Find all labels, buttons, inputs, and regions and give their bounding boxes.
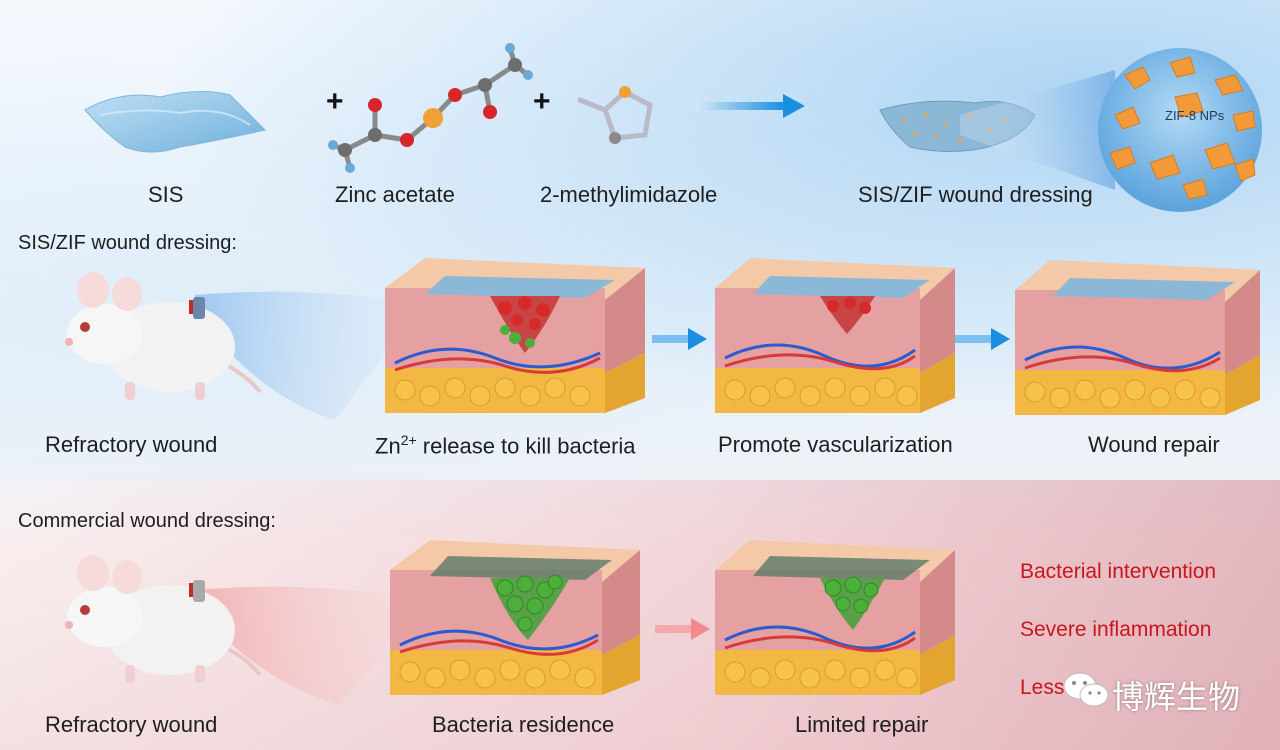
zif8-nps-label: ZIF-8 NPs: [1165, 108, 1225, 123]
progress-arrow-icon-2: [955, 328, 1010, 350]
watermark-text: 博辉生物: [1112, 678, 1241, 716]
commercial-mouse-label: Refractory wound: [45, 712, 218, 737]
tissue-block-kill-bacteria-icon: [385, 258, 645, 413]
red-application-cone: [195, 586, 420, 705]
wechat-logo-icon: [1063, 672, 1109, 707]
step3-label: Wound repair: [1088, 432, 1220, 457]
step1-label: Zn2+ release to kill bacteria: [375, 432, 636, 459]
outcome-bacterial-intervention: Bacterial intervention: [1020, 560, 1217, 583]
plus-sign-1: +: [326, 85, 344, 118]
sis-zif-section-heading: SIS/ZIF wound dressing:: [18, 232, 237, 254]
step2-label: Promote vascularization: [718, 432, 953, 457]
zinc-acetate-label: Zinc acetate: [335, 182, 455, 207]
bacteria-residence-label: Bacteria residence: [432, 712, 615, 737]
methylimidazole-molecule-icon: [577, 86, 653, 144]
progress-arrow-icon-3: [655, 618, 710, 640]
tissue-block-bacteria-residence-icon: [390, 540, 640, 695]
sis-zif-dressing-label: SIS/ZIF wound dressing: [858, 182, 1093, 207]
limited-repair-label: Limited repair: [795, 712, 929, 737]
mouse-illustration-icon: [65, 272, 262, 400]
progress-arrow-icon-1: [652, 328, 707, 350]
commercial-section-heading: Commercial wound dressing:: [18, 510, 276, 532]
zif8-nanoparticle-zoom-icon: [1098, 48, 1262, 212]
outcome-less: Less: [1020, 676, 1065, 699]
mouse-illustration-icon-2: [65, 555, 262, 683]
magnification-cone: [960, 70, 1115, 190]
methylimidazole-label: 2-methylimidazole: [540, 182, 718, 207]
tissue-block-wound-repair-icon: [1015, 260, 1260, 415]
blue-application-cone: [195, 291, 420, 420]
zn-charge: 2+: [400, 432, 417, 448]
tissue-block-vascularization-icon: [715, 258, 955, 413]
synthesis-arrow-icon: [695, 94, 805, 118]
zn-text: Zn: [375, 433, 401, 459]
sis-label: SIS: [148, 182, 184, 207]
outcome-severe-inflammation: Severe inflammation: [1020, 618, 1212, 641]
plus-sign-2: +: [533, 85, 551, 118]
step1-text: release to kill bacteria: [416, 433, 636, 459]
sis-sheet-icon: [84, 90, 266, 153]
tissue-block-limited-repair-icon: [715, 540, 955, 695]
sis-zif-mouse-label: Refractory wound: [45, 432, 218, 457]
zinc-acetate-molecule-icon: [328, 43, 533, 173]
